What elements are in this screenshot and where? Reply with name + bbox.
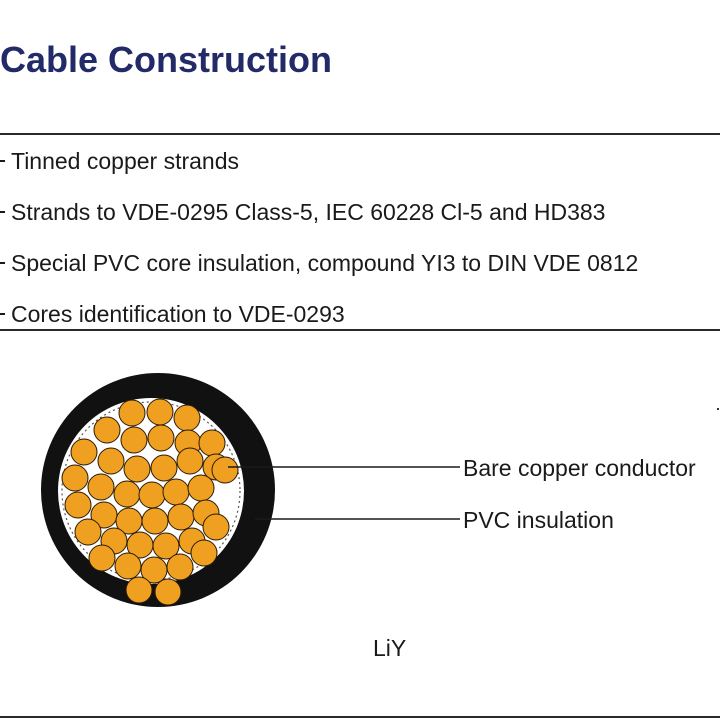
strand-boundary [61,401,241,581]
page-title: Cable Construction [0,39,333,80]
cable-type-caption: LiY [373,635,406,661]
spec-text: Strands to VDE-0295 Class-5, IEC 60228 C… [11,199,606,225]
copper-strand [166,553,194,581]
copper-strand [202,513,230,541]
top-divider [0,133,720,135]
stray-mark [717,408,719,410]
copper-strand [154,578,182,606]
insulation-callout-label: PVC insulation [463,507,614,533]
bullet-marker [0,159,5,162]
copper-strand [167,503,195,531]
spec-text: Cores identification to VDE-0293 [11,301,345,327]
copper-strand [113,480,141,508]
copper-strand [120,426,148,454]
bullet-marker [0,261,5,264]
bullet-marker [0,312,5,315]
copper-strand [64,491,92,519]
copper-strand [198,429,226,457]
copper-strand [125,576,153,604]
spec-item-core-identification: Cores identification to VDE-0293 [0,297,345,331]
copper-strand [97,447,125,475]
copper-strand [74,518,102,546]
spec-text: Tinned copper strands [11,148,240,174]
spec-text: Special PVC core insulation, compound YI… [11,250,639,276]
spec-item-strand-standard: Strands to VDE-0295 Class-5, IEC 60228 C… [0,195,605,229]
spec-item-core-insulation: Special PVC core insulation, compound YI… [0,246,638,280]
copper-strand [141,507,169,535]
copper-strand [162,478,190,506]
copper-strands [61,398,239,606]
copper-strand [152,532,180,560]
copper-strand [146,398,174,426]
spec-item-tinned-strands: Tinned copper strands [0,144,239,178]
copper-strand [93,416,121,444]
bullet-marker [0,210,5,213]
copper-strand [187,474,215,502]
copper-strand [138,481,166,509]
copper-strand [176,447,204,475]
copper-strand [88,544,116,572]
bottom-divider [0,716,720,718]
copper-strand [118,399,146,427]
copper-strand [147,424,175,452]
copper-strand [173,404,201,432]
copper-strand [114,552,142,580]
copper-strand [61,464,89,492]
copper-strand [190,539,218,567]
copper-strand [123,455,151,483]
copper-strand [70,438,98,466]
middle-divider [0,329,720,331]
conductor-callout-label: Bare copper conductor [463,455,696,481]
copper-strand [150,454,178,482]
copper-strand [87,473,115,501]
copper-strand [211,456,239,484]
